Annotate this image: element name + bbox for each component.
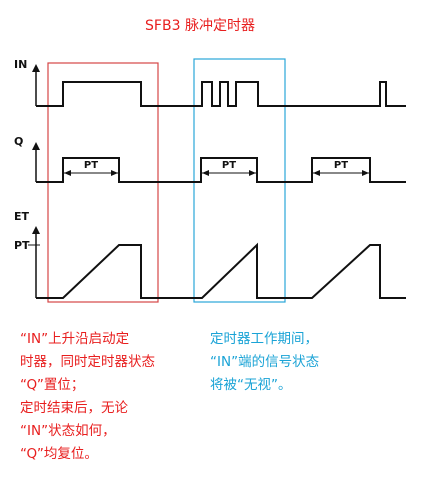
pt-duration-3: PT <box>313 160 369 176</box>
et-axis-arrow-head <box>32 226 40 234</box>
in-label: IN <box>14 58 27 71</box>
right-highlight-box <box>193 58 286 303</box>
pt-axis-label: PT <box>14 239 30 252</box>
right-note-line: “IN”端的信号状态 <box>210 354 320 370</box>
et-waveform <box>36 242 406 299</box>
right-note-line: 将被“无视”。 <box>210 377 292 393</box>
left-note-line: “Q”置位； <box>20 377 85 393</box>
pt-duration-1: PT <box>64 160 118 176</box>
in-waveform <box>36 81 406 107</box>
q-label: Q <box>14 135 23 148</box>
pt-duration-label: PT <box>334 160 348 171</box>
left-explanation-note: “IN”上升沿启动定 时器，同时定时器状态 “Q”置位； 定时结束后，无论 “I… <box>20 328 155 466</box>
diagram-title: SFB3 脉冲定时器 <box>145 18 255 34</box>
q-axis-arrow-head <box>32 142 40 150</box>
et-signal-row: ET PT <box>14 210 406 299</box>
left-note-line: “Q”均复位。 <box>20 446 98 462</box>
right-explanation-note: 定时器工作期间， “IN”端的信号状态 将被“无视”。 <box>210 328 319 397</box>
pt-duration-label: PT <box>222 160 236 171</box>
pt-duration-label: PT <box>84 160 98 171</box>
et-label: ET <box>14 210 30 223</box>
q-waveform <box>36 157 406 183</box>
left-note-line: “IN”状态如何， <box>20 423 116 439</box>
pt-duration-2: PT <box>202 160 256 176</box>
q-signal-row: Q PT PT PT <box>14 135 406 183</box>
left-note-line: “IN”上升沿启动定 <box>20 331 130 347</box>
left-note-line: 定时结束后，无论 <box>20 400 128 416</box>
in-signal-row: IN <box>14 58 406 107</box>
right-note-line: 定时器工作期间， <box>210 331 318 347</box>
in-axis-arrow-head <box>32 64 40 72</box>
left-note-line: 时器，同时定时器状态 <box>20 354 155 370</box>
